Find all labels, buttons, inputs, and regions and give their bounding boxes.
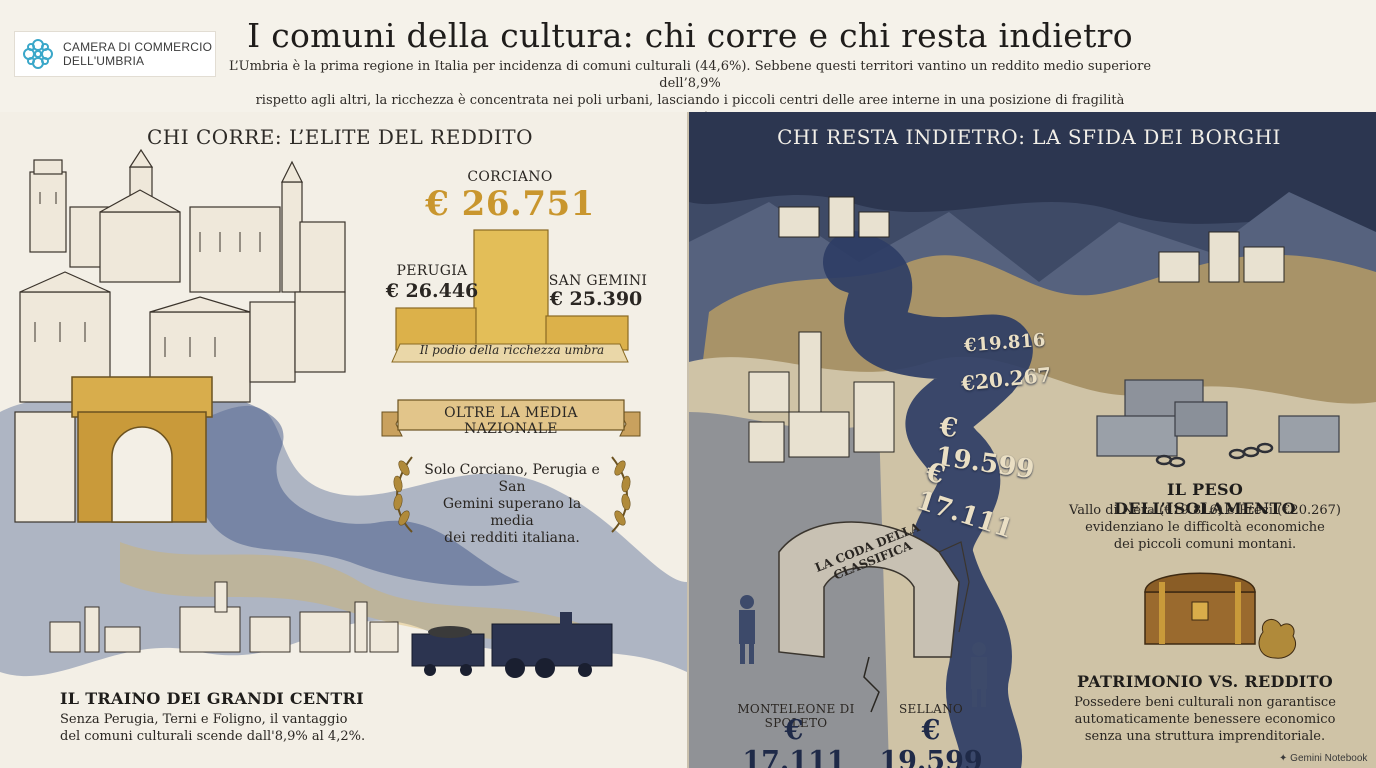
- traino-line-1: Senza Perugia, Terni e Foligno, il vanta…: [60, 712, 348, 727]
- patrimonio-title: PATRIMONIO VS. REDDITO: [1076, 672, 1334, 691]
- san-gemini-label: SAN GEMINI: [548, 273, 648, 289]
- laurel-text-line-2: Gemini superano la media: [442, 496, 582, 529]
- patrimonio-line-1: Possedere beni culturali non garantisce: [1074, 695, 1336, 710]
- right-panel: CHI RESTA INDIETRO: LA SFIDA DEI BORGHI …: [689, 112, 1376, 768]
- isolamento-line-2: evidenziano le difficoltà economiche: [1085, 520, 1325, 535]
- patrimonio-text: Possedere beni culturali non garantisce …: [1065, 694, 1345, 745]
- chamber-name-line1: CAMERA DI COMMERCIO: [63, 40, 213, 54]
- laurel-wreath-icon: [393, 456, 631, 533]
- chamber-logo: CAMERA DI COMMERCIO DELL'UMBRIA: [14, 31, 216, 77]
- monteleone-value: € 17.111: [742, 715, 846, 768]
- isolamento-line-1: Vallo di Nera (€19.816) e Preci (€20.267…: [1069, 503, 1341, 518]
- banner-ribbon-icon: [381, 399, 641, 437]
- intro-line-1: L’Umbria è la prima regione in Italia pe…: [228, 59, 1152, 91]
- national-average-banner: OLTRE LA MEDIA NAZIONALE: [444, 405, 578, 437]
- mountain-illustration: [689, 112, 1376, 768]
- chamber-name: CAMERA DI COMMERCIO DELL'UMBRIA: [63, 40, 212, 68]
- isolamento-line-3: dei piccoli comuni montani.: [1113, 537, 1297, 552]
- podium-icon: [391, 229, 629, 363]
- chained-stones-icon: [1096, 379, 1340, 468]
- isolamento-title: IL PESO DELL’ISOLAMENTO: [1114, 480, 1296, 518]
- traino-title: IL TRAINO DEI GRANDI CENTRI: [60, 689, 364, 708]
- sad-figure-icon: [739, 595, 987, 707]
- broken-arch-icon: [778, 521, 970, 713]
- laurel-text: Solo Corciano, Perugia e San Gemini supe…: [420, 462, 604, 547]
- steam-train-icon: [411, 612, 613, 678]
- isolamento-text: Vallo di Nera (€19.816) e Preci (€20.267…: [1065, 502, 1345, 553]
- laurel-text-line-3: dei redditi italiana.: [444, 530, 580, 546]
- san-gemini-value: € 25.390: [549, 288, 643, 310]
- sellano-label: SELLANO: [898, 702, 964, 716]
- sparkle-icon: ✦: [1279, 753, 1288, 764]
- traino-line-2: del comuni culturali scende dall'8,9% al…: [60, 729, 366, 744]
- corciano-label: CORCIANO: [467, 169, 553, 185]
- left-panel: CHI CORRE: L’ELITE DEL REDDITO CORCIANO …: [0, 112, 687, 768]
- perugia-label: PERUGIA: [396, 263, 468, 279]
- right-heading: CHI RESTA INDIETRO: LA SFIDA DEI BORGHI: [777, 125, 1281, 149]
- corciano-value: € 26.751: [425, 184, 595, 224]
- patrimonio-line-3: senza una struttura imprenditoriale.: [1084, 729, 1326, 744]
- treasure-chest-icon: [1144, 572, 1297, 659]
- podium-ribbon: Il podio della ricchezza umbra: [419, 343, 605, 357]
- perugia-value: € 26.446: [385, 280, 479, 302]
- header: CAMERA DI COMMERCIO DELL'UMBRIA I comuni…: [0, 0, 1376, 125]
- monteleone-label: MONTELEONE DI SPOLETO: [737, 702, 855, 730]
- patrimonio-line-2: automaticamente benessere economico: [1074, 712, 1336, 727]
- sellano-value: € 19.599: [879, 715, 983, 768]
- traino-text: Senza Perugia, Terni e Foligno, il vanta…: [60, 711, 380, 745]
- city-illustration: [0, 148, 687, 678]
- chamber-name-line2: DELL'UMBRIA: [63, 54, 145, 68]
- flower-logo-icon: [23, 39, 53, 69]
- credit: ✦ Gemini Notebook: [1279, 753, 1374, 764]
- laurel-text-line-1: Solo Corciano, Perugia e San: [424, 462, 600, 495]
- credit-text: Gemini Notebook: [1290, 753, 1368, 764]
- panel-divider: [687, 112, 689, 768]
- golden-arch-icon: [71, 376, 213, 523]
- left-heading: CHI CORRE: L’ELITE DEL REDDITO: [146, 125, 534, 149]
- page-title: I comuni della cultura: chi corre e chi …: [247, 16, 1133, 55]
